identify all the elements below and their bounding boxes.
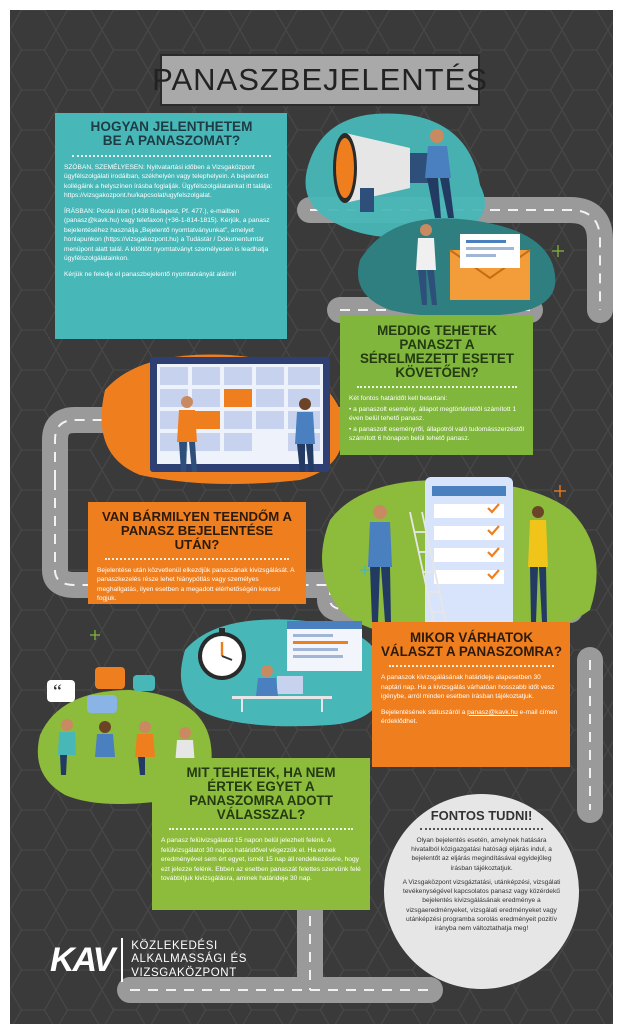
- section-how-to-report-oral: SZÓBAN, SZEMÉLYESEN: Nyitvatartási időbe…: [64, 163, 273, 200]
- section-deadline: MEDDIG TEHETEK PANASZT A SÉRELMEZETT ESE…: [340, 315, 533, 455]
- divider: [357, 386, 517, 389]
- section-how-to-report-heading: HOGYAN JELENTHETEM BE A PANASZOMAT?: [90, 119, 253, 149]
- organization-name: KÖZLEKEDÉSI ALKALMASSÁGI ÉS VIZSGAKÖZPON…: [131, 940, 247, 980]
- organization-line-3: VIZSGAKÖZPONT: [131, 966, 237, 979]
- envelope-illustration: [416, 224, 531, 305]
- organization-line-1: KÖZLEKEDÉSI: [131, 940, 218, 953]
- section-response-time-heading: MIKOR VÁRHATOK VÁLASZT A PANASZOMRA?: [381, 630, 563, 660]
- divider: [169, 828, 353, 831]
- important-note-heading: FONTOS TUDNI!: [430, 808, 533, 823]
- svg-text:“: “: [53, 681, 62, 703]
- section-deadline-bullet-2: • a panaszolt eseményről, állapotról val…: [349, 425, 524, 443]
- section-response-time-contact: Bejelentésének státuszáról a panasz@kavk…: [381, 708, 562, 727]
- section-disagree-text: A panasz felülvizsgálatát 15 napon belül…: [161, 837, 361, 883]
- section-deadline-intro: Két fontos határidőt kell betartani:: [349, 395, 448, 403]
- divider: [105, 557, 289, 560]
- kav-logo: KAV: [50, 940, 115, 979]
- checklist-illustration: [368, 477, 548, 628]
- contact-suffix: e-mail címen érdeklődhet.: [381, 708, 558, 726]
- infographic-page: PANASZBEJELENTÉS: [10, 10, 613, 1024]
- section-disagree-heading: MIT TEHETEK, HA NEM ÉRTEK EGYET A PANASZ…: [186, 765, 336, 823]
- section-response-time-text: A panaszok kivizsgálásának határideje al…: [381, 674, 555, 701]
- calendar-illustration: [150, 357, 330, 472]
- section-how-to-report-note: Kérjük ne feledje el panaszbejelentő nyo…: [64, 271, 237, 278]
- important-note-text-2: A Vizsgaközpont vizsgáztatási, utánképzé…: [402, 878, 561, 932]
- section-deadline-bullet-1: • a panaszolt esemény, állapot megtörtén…: [349, 405, 517, 423]
- section-after-report-heading: VAN BÁRMILYEN TEENDŐM A PANASZ BEJELENTÉ…: [101, 509, 292, 552]
- footer-branding: KAV KÖZLEKEDÉSI ALKALMASSÁGI ÉS VIZSGAKÖ…: [50, 935, 247, 985]
- section-response-time: MIKOR VÁRHATOK VÁLASZT A PANASZOMRA? A p…: [372, 622, 570, 767]
- important-note-circle: FONTOS TUDNI! Olyan bejelentés esetén, a…: [384, 794, 579, 989]
- page-title-bar: PANASZBEJELENTÉS: [152, 54, 487, 106]
- megaphone-illustration: [333, 129, 454, 218]
- organization-line-2: ALKALMASSÁGI ÉS: [131, 953, 248, 966]
- section-after-report-text: Bejelentése után közvetlenül elkezdjük p…: [97, 566, 295, 603]
- divider: [420, 828, 543, 830]
- section-how-to-report: HOGYAN JELENTHETEM BE A PANASZOMAT? SZÓB…: [55, 113, 287, 339]
- divider: [389, 665, 554, 668]
- clock-laptop-illustration: [198, 621, 362, 712]
- important-note-text-1: Olyan bejelentés esetén, amelynek hatásá…: [411, 837, 552, 872]
- email-link[interactable]: panasz@kavk.hu: [467, 708, 518, 716]
- contact-prefix: Bejelentésének státuszáról a: [381, 708, 468, 716]
- section-deadline-heading: MEDDIG TEHETEK PANASZT A SÉRELMEZETT ESE…: [359, 323, 514, 381]
- section-how-to-report-written: ÍRÁSBAN: Postai úton (1438 Budapest, Pf.…: [64, 207, 270, 263]
- section-disagree: MIT TEHETEK, HA NEM ÉRTEK EGYET A PANASZ…: [152, 758, 370, 910]
- logo-divider: [121, 938, 124, 982]
- divider: [72, 154, 271, 157]
- page-title: PANASZBEJELENTÉS: [152, 62, 488, 97]
- section-after-report: VAN BÁRMILYEN TEENDŐM A PANASZ BEJELENTÉ…: [88, 502, 306, 604]
